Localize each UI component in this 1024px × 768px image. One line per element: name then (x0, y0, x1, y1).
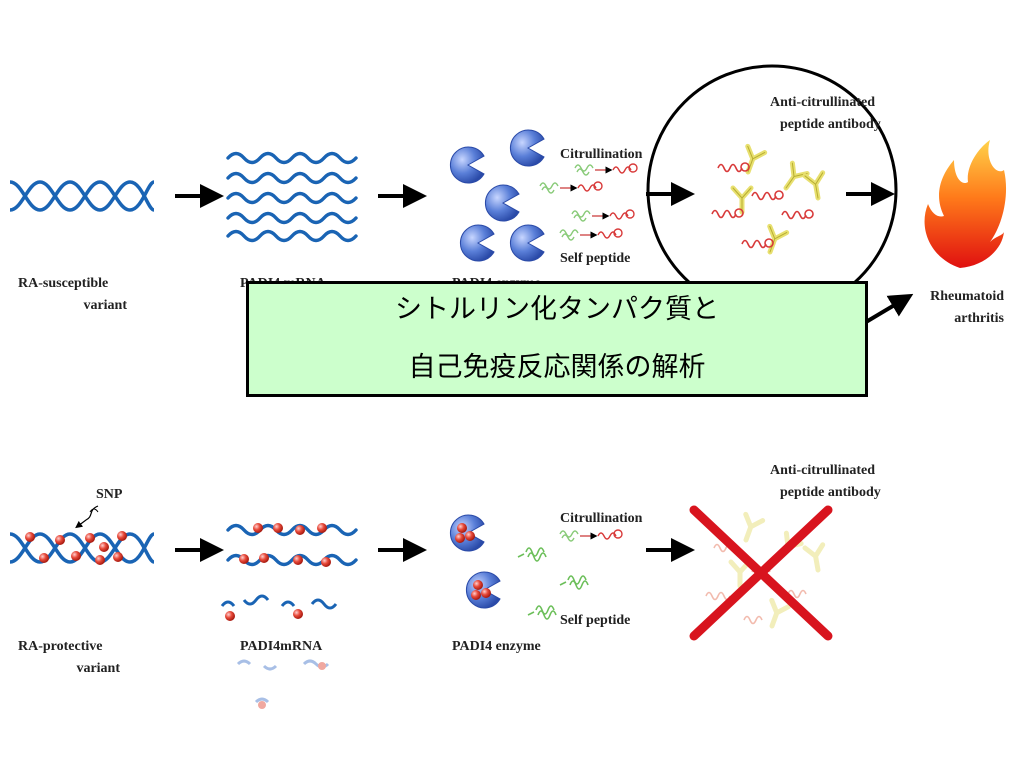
self-peptides-bottom (517, 530, 622, 620)
self-peptide-label-bottom: Self peptide (560, 613, 630, 628)
arrow-5-top (864, 293, 914, 324)
gene-label-2-bottom: variant (76, 661, 120, 676)
gene-label-1-top: RA-susceptible (18, 276, 108, 291)
self-peptide-label-top: Self peptide (560, 251, 630, 266)
snp-pointer (75, 505, 99, 529)
antibody-label-1-top: Anti-citrullinated (770, 95, 875, 110)
snp-label: SNP (96, 487, 123, 502)
citrullination-reaction-top (540, 164, 637, 240)
cross-icon (689, 505, 833, 641)
caption-line-2: 自己免疫反応関係の解析 (408, 352, 706, 383)
caption-line-1: シトルリン化タンパク質と (395, 294, 719, 325)
caption-box: シトルリン化タンパク質と 自己免疫反応関係の解析 (246, 281, 868, 397)
disease-label-2: arthritis (954, 311, 1004, 326)
antibody-complex-top (711, 146, 827, 255)
disease-label-1: Rheumatoid (930, 289, 1004, 304)
citrullination-label-top: Citrullination (560, 147, 643, 162)
flame-icon (924, 140, 1007, 268)
mrna-label-bottom: PADI4mRNA (240, 639, 323, 654)
antibody-label-1-bottom: Anti-citrullinated (770, 463, 875, 478)
snp-loop (89, 508, 99, 513)
mrna-strands-top (226, 151, 358, 243)
gene-label-1-bottom: RA-protective (18, 639, 103, 654)
gene-label-2-top: variant (83, 298, 127, 313)
antibody-label-2-top: peptide antibody (780, 117, 881, 132)
padi4-enzymes-top (449, 129, 545, 262)
dna-helix-top (9, 180, 155, 212)
padi4-enzymes-bottom (449, 514, 501, 609)
enzyme-label-bottom: PADI4 enzyme (452, 639, 541, 654)
antibody-label-2-bottom: peptide antibody (780, 485, 881, 500)
mrna-strands-bottom (220, 523, 358, 709)
citrullination-label-bottom: Citrullination (560, 511, 643, 526)
dna-helix-bottom (9, 532, 155, 564)
